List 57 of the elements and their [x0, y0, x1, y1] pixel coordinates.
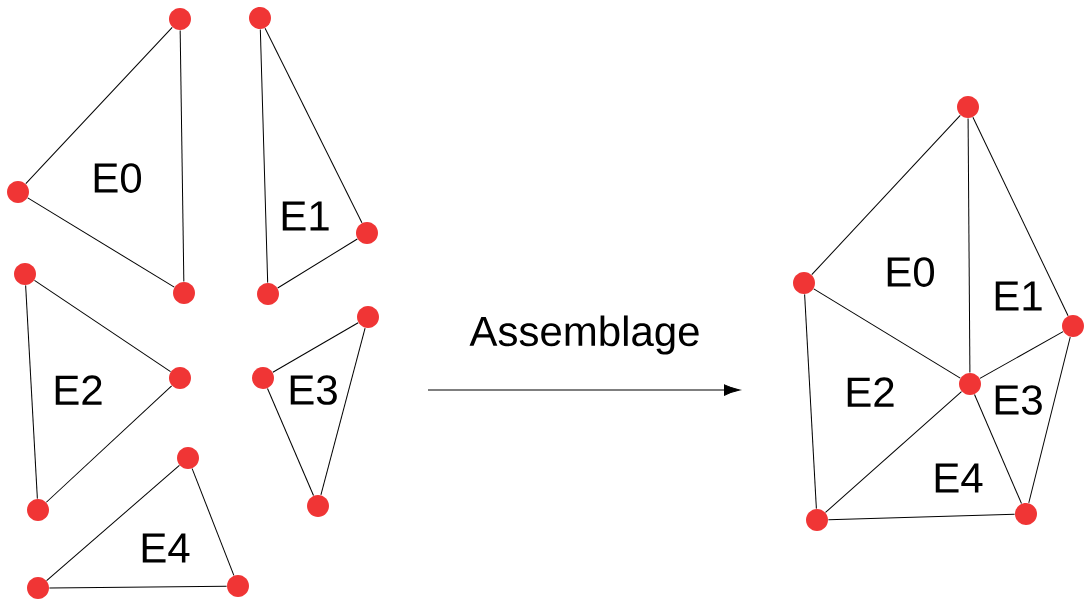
- element-label: Assemblage: [469, 315, 699, 355]
- line: [272, 322, 359, 373]
- element-label: E2: [847, 377, 894, 407]
- vertex-dot: [227, 575, 249, 597]
- vertex-dot: [252, 367, 274, 389]
- line: [267, 388, 314, 497]
- vertex-dot: [257, 283, 279, 305]
- line: [813, 288, 961, 379]
- line: [25, 284, 38, 500]
- line: [33, 279, 172, 373]
- line: [46, 464, 180, 582]
- vertex-dot: [177, 447, 199, 469]
- line: [25, 26, 173, 185]
- line: [825, 391, 962, 513]
- element-label: E3: [290, 375, 337, 405]
- line: [259, 28, 269, 284]
- line: [264, 27, 363, 224]
- vertex-dot: [14, 263, 36, 285]
- vertex-dot: [249, 7, 271, 29]
- line: [804, 293, 817, 510]
- line: [967, 117, 971, 374]
- vertex-dot: [27, 577, 49, 599]
- element-label: E1: [995, 281, 1042, 311]
- line: [277, 238, 358, 289]
- element-label: E1: [282, 201, 329, 231]
- line: [27, 197, 175, 288]
- element-label: E4: [142, 533, 190, 563]
- vertex-dot: [957, 96, 979, 118]
- vertex-dot: [169, 367, 191, 389]
- vertex-dot: [1062, 315, 1084, 337]
- vertex-dot: [173, 282, 195, 304]
- line: [972, 116, 1069, 317]
- vertex-dot: [1015, 503, 1037, 525]
- element-label: E0: [94, 163, 142, 193]
- vertex-dot: [806, 509, 828, 531]
- element-label: E3: [995, 385, 1042, 415]
- vertex-dot: [7, 181, 29, 203]
- line: [179, 29, 185, 283]
- element-label: E4: [935, 463, 983, 493]
- vertex-dot: [27, 499, 49, 521]
- element-label: E2: [55, 375, 102, 405]
- vertex-dot: [356, 222, 378, 244]
- vertex-dot: [959, 373, 981, 395]
- line: [979, 331, 1064, 379]
- line: [320, 327, 366, 496]
- line: [1028, 336, 1071, 504]
- line: [827, 513, 1016, 521]
- line: [974, 394, 1022, 505]
- vertex-dot: [307, 495, 329, 517]
- vertex-dot: [793, 272, 815, 294]
- line: [48, 585, 228, 589]
- vertex-dot: [169, 8, 191, 30]
- line: [811, 114, 961, 276]
- line: [45, 385, 173, 503]
- vertex-dot: [357, 306, 379, 328]
- element-label: E0: [887, 257, 935, 287]
- line: [191, 468, 235, 576]
